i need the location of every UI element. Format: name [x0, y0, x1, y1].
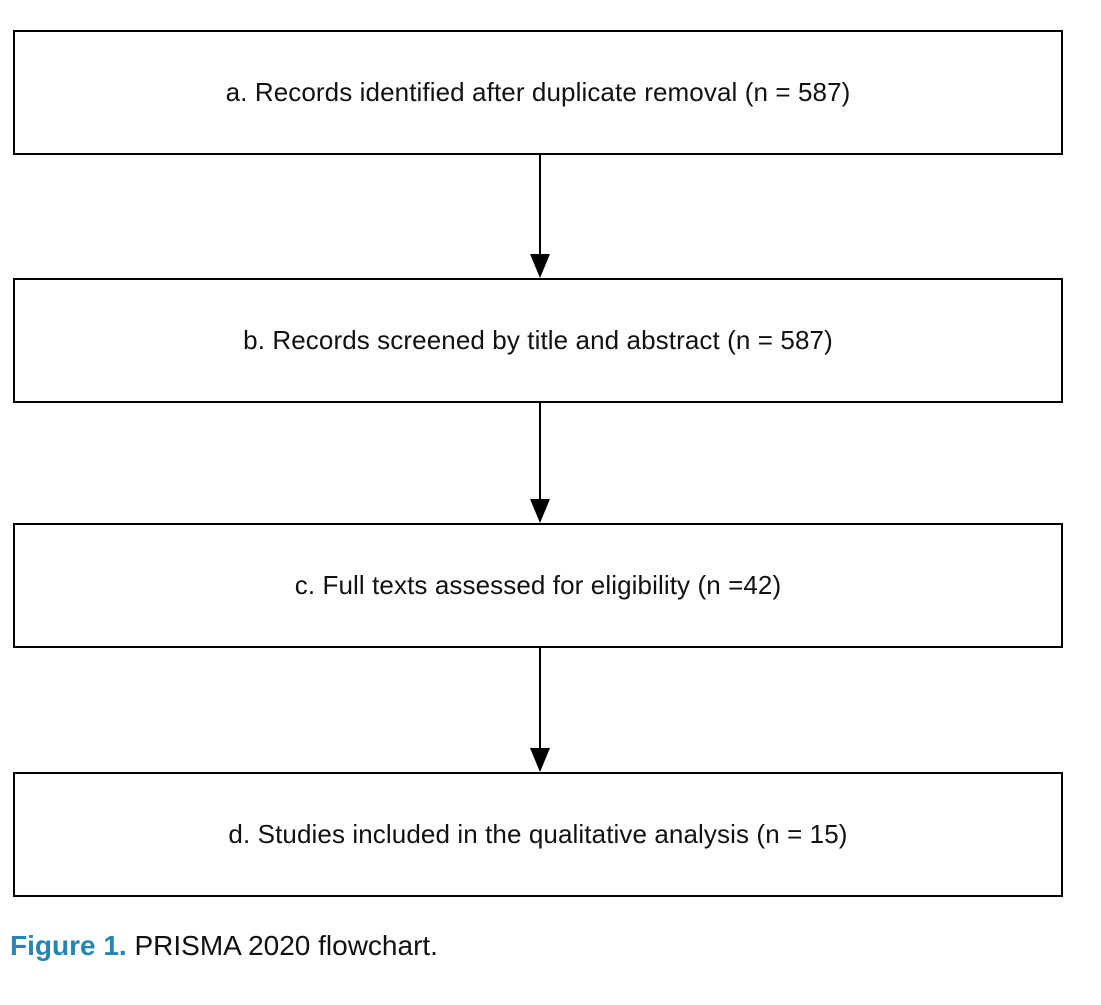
- figure-caption: Figure 1. PRISMA 2020 flowchart.: [10, 930, 438, 962]
- arrow-shaft: [539, 403, 541, 501]
- figure-caption-text: PRISMA 2020 flowchart.: [126, 930, 438, 961]
- arrow-shaft: [539, 648, 541, 750]
- flow-box-fulltexts-assessed: c. Full texts assessed for eligibility (…: [13, 523, 1063, 648]
- flow-arrow-a-to-b: [0, 155, 1101, 278]
- flow-box-label: b. Records screened by title and abstrac…: [243, 325, 833, 355]
- arrow-head-down-icon: [530, 748, 550, 772]
- flow-box-label: c. Full texts assessed for eligibility (…: [294, 570, 782, 600]
- flow-box-records-identified: a. Records identified after duplicate re…: [13, 30, 1063, 155]
- flow-box-label: a. Records identified after duplicate re…: [225, 77, 851, 107]
- arrow-head-down-icon: [530, 254, 550, 278]
- flow-arrow-b-to-c: [0, 403, 1101, 523]
- flow-box-records-screened: b. Records screened by title and abstrac…: [13, 278, 1063, 403]
- flow-box-label: d. Studies included in the qualitative a…: [228, 819, 848, 849]
- arrow-head-down-icon: [530, 499, 550, 523]
- flow-arrow-c-to-d: [0, 648, 1101, 772]
- arrow-shaft: [539, 155, 541, 256]
- flow-box-studies-included: d. Studies included in the qualitative a…: [13, 772, 1063, 897]
- figure-caption-label: Figure 1.: [10, 930, 127, 961]
